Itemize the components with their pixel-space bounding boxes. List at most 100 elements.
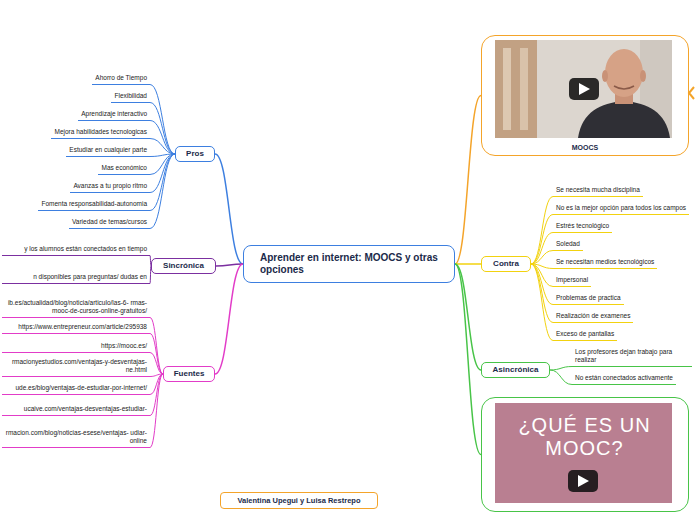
video-thumbnail (495, 403, 672, 503)
node-text: Valentina Upegui y Luisa Restrepo (227, 496, 371, 505)
branch-box: Pros (175, 146, 215, 162)
node-text: Se necesita mucha disciplina (556, 186, 640, 194)
central-topic: Aprender en internet: MOOCS y otras opci… (243, 245, 455, 283)
branch-box: Sincrónica (151, 258, 216, 274)
branch-connector (550, 367, 572, 370)
branch-connector (531, 215, 553, 264)
node-text: https://mooc.es/ (5, 342, 147, 350)
topic-leaf: ib.es/actualidad/blog/noticia/articulo/l… (2, 299, 150, 318)
topic-leaf: n disponibles para preguntas/ dudas en (2, 273, 150, 284)
topic-leaf: Variedad de temas/cursos (69, 218, 150, 229)
branch-connector (531, 264, 553, 305)
node-text: Aprendizaje interactivo (81, 110, 147, 118)
topic-leaf: Estudiar en cualquier parte (66, 146, 150, 157)
branch-connector (150, 374, 163, 448)
branch-connector (455, 96, 481, 265)
node-text: Problemas de practica (556, 294, 621, 302)
node-text: Asincrónica (490, 365, 541, 375)
node-text: Fuentes (172, 369, 206, 379)
node-text: Variedad de temas/cursos (72, 218, 147, 226)
node-text: No están conectados activamente (575, 374, 673, 382)
branch-connector (215, 154, 243, 264)
topic-leaf: ude.es/blog/ventajas-de-estudiar-por-int… (2, 384, 150, 395)
node-text: Los profesores dejan trabajo para realiz… (575, 348, 689, 364)
node-text: y los alumnos están conectados en tiempo (5, 245, 147, 253)
node-text: https://www.entrepreneur.com/article/295… (5, 323, 147, 331)
branch-connector (455, 263, 481, 264)
node-text: Fomenta responsabilidad-autonomia (41, 200, 147, 208)
branch-connector (531, 233, 553, 264)
node-text: Avanzas a tu propio ritmo (73, 182, 147, 190)
branch-connector (150, 139, 175, 154)
branch-connector (150, 154, 175, 211)
branch-box: Fuentes (163, 366, 215, 382)
topic-leaf: https://mooc.es/ (2, 342, 150, 353)
video-box: MOOCS (481, 35, 689, 156)
node-text: Se necesitan medios tecnológicos (556, 258, 654, 266)
node-text: Exceso de pantallas (556, 330, 614, 338)
topic-leaf: Problemas de practica (553, 294, 624, 305)
branch-connector (531, 251, 553, 264)
topic-leaf: rmacionyestudios.com/ventajas-y-desventa… (2, 358, 150, 377)
branch-connector (150, 154, 175, 193)
branch-connector (150, 318, 163, 374)
node-text: Flexibilidad (114, 92, 147, 100)
topic-leaf: No están conectados activamente (572, 374, 676, 385)
node-text: ucaive.com/ventajas-desventajas-estudiar… (5, 405, 147, 413)
topic-leaf: Mas económico (98, 164, 150, 175)
branch-connector (455, 264, 481, 455)
node-text: Impersonal (556, 276, 588, 284)
topic-leaf: rmacion.com/blog/noticias-esese/ventajas… (2, 429, 150, 448)
topic-leaf: Exceso de pantallas (553, 330, 617, 341)
branch-box: Contra (481, 256, 531, 272)
video-title: ¿QUÉ ES UN MOOC? (496, 414, 673, 460)
node-text: Realización de examenes (556, 312, 630, 320)
node-text: Mas económico (101, 164, 147, 172)
video-thumbnail (495, 40, 672, 138)
node-text: Mejora habilidades tecnologicas (54, 128, 147, 136)
topic-leaf: Fomenta responsabilidad-autonomia (38, 200, 150, 211)
node-text: Estudiar en cualquier parte (69, 146, 147, 154)
branch-connector (216, 264, 243, 266)
branch-connector (215, 264, 243, 374)
node-text: Estrés tecnológico (556, 222, 609, 230)
topic-leaf: Flexibilidad (111, 92, 150, 103)
branch-connector (150, 154, 175, 229)
node-text: ude.es/blog/ventajas-de-estudiar-por-int… (5, 384, 147, 392)
topic-leaf: Mejora habilidades tecnologicas (51, 128, 150, 139)
topic-leaf: Se necesita mucha disciplina (553, 186, 643, 197)
branch-connector (150, 103, 175, 154)
branch-connector (150, 353, 163, 374)
topic-leaf: Realización de examenes (553, 312, 633, 323)
topic-leaf: Impersonal (553, 276, 591, 287)
topic-leaf: Avanzas a tu propio ritmo (70, 182, 150, 193)
branch-connector (150, 121, 175, 154)
topic-leaf: Ahorro de Tiempo (92, 74, 150, 85)
node-text: Contra (490, 259, 522, 269)
node-text: Aprender en internet: MOOCS y otras opci… (260, 252, 438, 276)
branch-connector (531, 197, 553, 264)
branch-connector (531, 264, 553, 323)
topic-leaf: Aprendizaje interactivo (78, 110, 150, 121)
node-text: ib.es/actualidad/blog/noticia/articulo/l… (5, 299, 147, 315)
node-text: rmacion.com/blog/noticias-esese/ventajas… (5, 429, 147, 445)
node-text: Sincrónica (160, 261, 207, 271)
topic-leaf: Se necesitan medios tecnológicos (553, 258, 657, 269)
node-text: Soledad (556, 240, 580, 248)
node-text: No es la mejor opción para todos los cam… (556, 204, 686, 212)
branch-connector (550, 370, 572, 385)
topic-leaf: No es la mejor opción para todos los cam… (553, 204, 689, 215)
video-caption: MOOCS (482, 144, 688, 151)
topic-leaf: https://www.entrepreneur.com/article/295… (2, 323, 150, 334)
topic-leaf: ucaive.com/ventajas-desventajas-estudiar… (2, 405, 150, 416)
node-text: n disponibles para preguntas/ dudas en (5, 273, 147, 281)
branch-connector (150, 334, 163, 374)
collapse-chevron (689, 87, 694, 99)
topic-leaf: Estrés tecnológico (553, 222, 612, 233)
branch-box: Asincrónica (481, 362, 550, 378)
branch-connector (150, 85, 175, 154)
author-box: Valentina Upegui y Luisa Restrepo (220, 492, 378, 509)
node-text: Ahorro de Tiempo (95, 74, 147, 82)
video-box: ¿QUÉ ES UN MOOC? (481, 397, 689, 512)
